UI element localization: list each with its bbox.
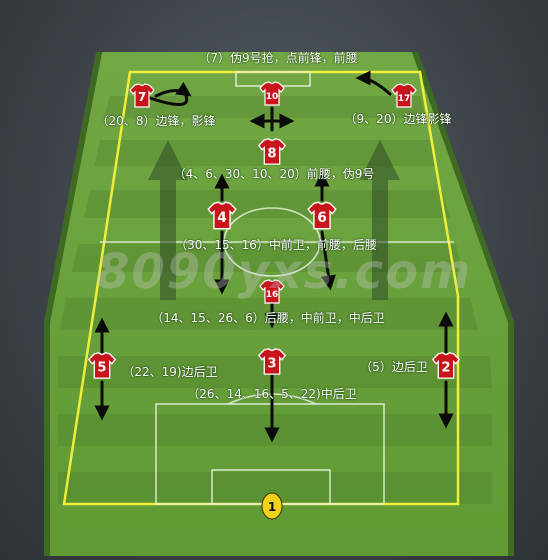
movement-arrows: [94, 70, 454, 443]
player-2: 2: [431, 352, 461, 379]
annotation-holding-mid: （14、15、26、6）后腰，中前卫，中后卫: [151, 311, 385, 325]
player-number: 1: [268, 500, 276, 514]
player-number: 3: [267, 357, 276, 372]
shirt-icon: [129, 83, 155, 108]
player-number: 8: [267, 147, 276, 162]
arrow-6-down: [320, 230, 336, 291]
annotation-centre-back: （26、14、16、5、22)中后卫: [187, 387, 357, 401]
arrow-7-curl: [148, 94, 189, 106]
annotation-right-wing: （9、20）边锋影锋: [344, 112, 452, 126]
annotation-central-mid: （30、15、16）中前卫，前腰，后腰: [175, 238, 377, 252]
arrow-7-cut-in: [154, 81, 192, 98]
player-7: 7: [129, 83, 155, 108]
player-number: 2: [441, 361, 450, 376]
player-8: 8: [257, 138, 287, 165]
player-17: 17: [391, 83, 417, 108]
watermark: 8090yxs.com: [96, 244, 473, 300]
player-number: 4: [217, 210, 227, 226]
shirt-icon: [207, 201, 237, 230]
annotation-left-wing: （20、8）边锋，影锋: [96, 114, 216, 128]
player-number: 10: [266, 92, 279, 102]
annotation-right-back: （5）边后卫: [360, 360, 428, 374]
player-number: 17: [398, 94, 411, 104]
shirt-icon: [431, 352, 461, 379]
players-layer: 7 10 17 8 4 6 16 5 3 2 1: [87, 81, 461, 520]
player-1: 1: [261, 492, 283, 520]
player-number: 7: [138, 90, 146, 104]
pitch-left-face: [44, 52, 102, 556]
player-3: 3: [257, 348, 287, 375]
annotation-attacking-mid: （4、6、30、10、20）前腰，伪9号: [173, 167, 375, 181]
player-4: 4: [207, 201, 237, 230]
background-arrows: [148, 140, 400, 300]
shirt-icon: [259, 81, 285, 106]
shirt-icon: [307, 201, 337, 230]
shirt-icon: [257, 348, 287, 375]
shirt-icon: [87, 352, 117, 379]
annotation-left-back: （22、19)边后卫: [122, 365, 218, 379]
shirt-icon: [259, 279, 285, 304]
player-5: 5: [87, 352, 117, 379]
annotation-forwards: （7）伪9号抢，点前锋，前腰: [198, 51, 358, 65]
keeper-badge: [261, 492, 283, 520]
player-10: 10: [259, 81, 285, 106]
player-number: 5: [97, 361, 106, 376]
shirt-icon: [391, 83, 417, 108]
player-16: 16: [259, 279, 285, 304]
boundary-line: [62, 70, 460, 506]
player-number: 16: [266, 290, 279, 300]
shirt-icon: [257, 138, 287, 165]
player-number: 6: [317, 210, 327, 226]
player-6: 6: [307, 201, 337, 230]
arrow-17-cut-in: [355, 70, 392, 96]
